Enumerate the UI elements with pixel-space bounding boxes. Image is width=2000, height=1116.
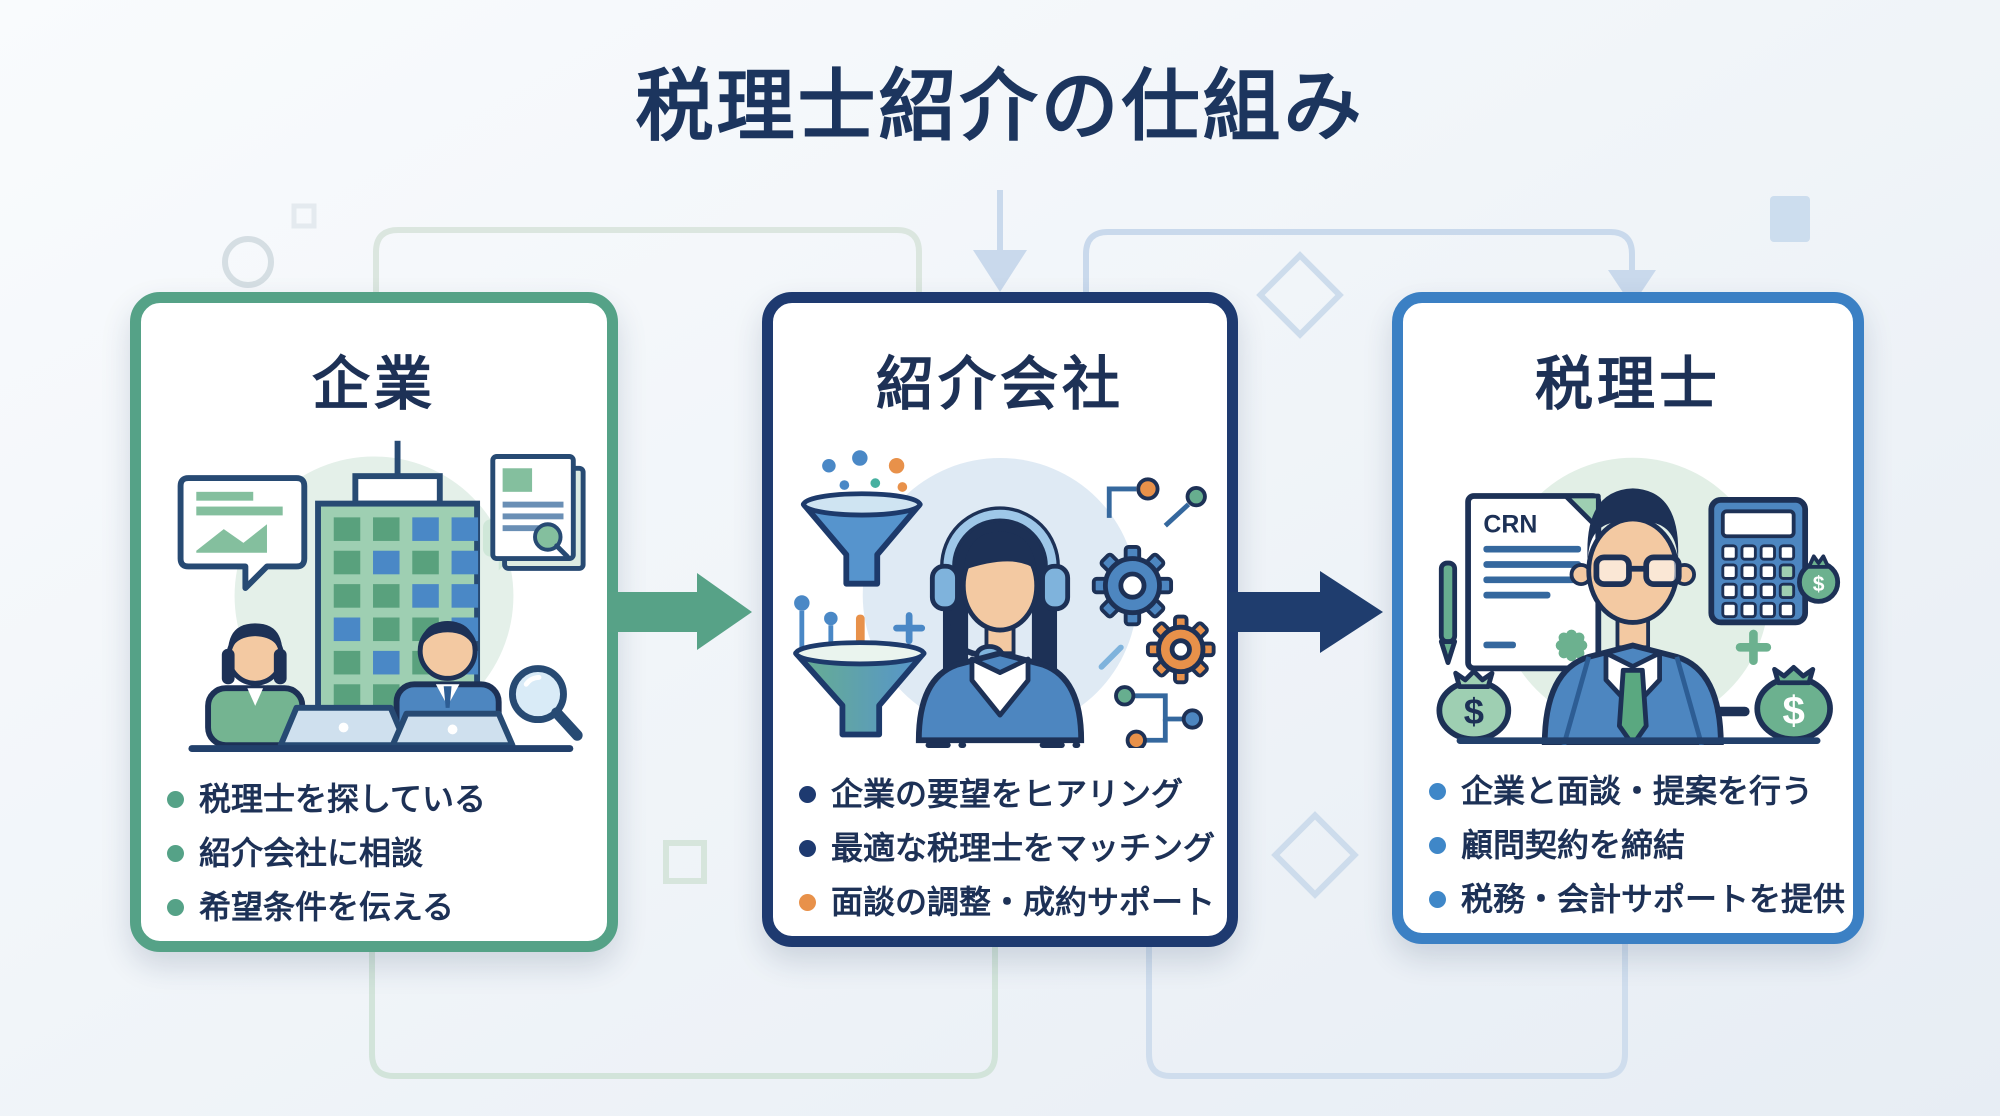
svg-text:$: $ [1464,691,1484,732]
gear-icon [1145,614,1216,685]
calculator-icon [1708,496,1809,626]
card-tax-accountant-bullets: 企業と面談・提案を行う 顧問契約を締結 税務・会計サポートを提供 [1403,771,1853,933]
pen-icon [1438,560,1458,666]
bullet-text: 税務・会計サポートを提供 [1461,881,1846,917]
bullet-text: 最適な税理士をマッチング [831,830,1216,866]
desk-line [1456,737,1821,745]
bullet-dot [1429,782,1446,800]
funnel-filter-icons [793,450,927,738]
card-tax-accountant: 税理士 CRN [1392,292,1864,944]
list-item: 税務・会計サポートを提供 [1429,879,1845,919]
list-item: 企業と面談・提案を行う [1429,771,1839,811]
company-office-illustration [177,440,586,753]
minus-icon [1715,706,1750,717]
bullet-dot [799,785,816,803]
list-item: 企業の要望をヒアリング [799,774,1213,814]
support-agent-with-headset [915,506,1085,744]
svg-text:$: $ [1782,688,1804,733]
money-bag-icon: $ [1797,554,1841,604]
card-tax-accountant-title: 税理士 [1534,352,1721,417]
bullet-dot [1429,836,1446,854]
card-company-title: 企業 [311,352,436,417]
connector-arrowhead-icon [1608,270,1656,306]
bullet-dot [1429,890,1446,908]
card-referral-agency: 紹介会社 [762,292,1238,947]
page-title: 税理士紹介の仕組み [635,62,1365,150]
bullet-dot [167,790,184,808]
bullet-dot [167,844,184,862]
card-referral-agency-bullets: 企業の要望をヒアリング 最適な税理士をマッチング 面談の調整・成約サポート [773,774,1227,936]
card-referral-agency-title: 紹介会社 [875,352,1124,417]
filled-square-decoration [1770,196,1810,242]
connector-card1-card2-bottom [369,940,998,1079]
connector-card2-card3-top [1083,229,1635,340]
circle-outline-decoration [222,236,274,288]
connector-card2-card3-bottom [1146,940,1628,1079]
gear-icon [1091,545,1174,627]
bullet-text: 紹介会社に相談 [199,835,424,871]
necktie-icon [1616,667,1649,745]
square-outline-decoration [663,840,707,884]
bullet-dot [799,839,816,857]
list-item: 紹介会社に相談 [167,833,593,873]
desk-line [188,745,574,753]
bullet-text: 企業と面談・提案を行う [1461,773,1814,809]
arrow-company-to-agency-icon [608,573,752,650]
plus-icon [1735,629,1772,666]
matching-network-icons [1091,477,1216,748]
accountant-with-glasses [1541,488,1724,745]
list-item: 面談の調整・成約サポート [799,882,1216,922]
bullet-text: 企業の要望をヒアリング [831,776,1184,812]
chat-bubble-icon [177,475,308,592]
documents-icon [490,454,586,571]
list-item: 顧問契約を締結 [1429,825,1839,865]
businesswoman-at-laptop [205,623,306,749]
bullet-text: 面談の調整・成約サポート [831,884,1216,920]
diamond-outline-decoration-bottom [1271,811,1359,899]
bullet-text: 希望条件を伝える [199,889,455,925]
bullet-text: 税理士を探している [199,781,487,817]
diamond-outline-decoration-top [1256,251,1344,339]
svg-text:$: $ [1813,573,1825,596]
document-tag-label: CRN [1483,510,1537,538]
magnifier-icon [509,665,583,741]
money-bag-icon: $ [1436,668,1512,743]
list-item: 希望条件を伝える [167,887,593,927]
down-arrow-head [973,250,1027,292]
bullet-dot [799,893,816,911]
bullet-dot [167,898,184,916]
building-windows [333,517,479,708]
desk-line [925,742,1081,748]
glasses-icon [1593,554,1682,587]
tax-accountant-illustration: CRN [1436,457,1841,745]
small-square-outline-decoration [291,203,317,229]
list-item: 税理士を探している [167,779,593,819]
connector-card1-card2-top [373,227,922,360]
bullet-text: 顧問契約を締結 [1461,827,1686,863]
card-company-bullets: 税理士を探している 紹介会社に相談 希望条件を伝える [141,779,607,941]
seal-icon [1555,629,1588,662]
support-agent-matching-illustration [793,450,1216,748]
arrow-agency-to-accountant-icon [1228,571,1383,653]
list-item: 最適な税理士をマッチング [799,828,1216,868]
